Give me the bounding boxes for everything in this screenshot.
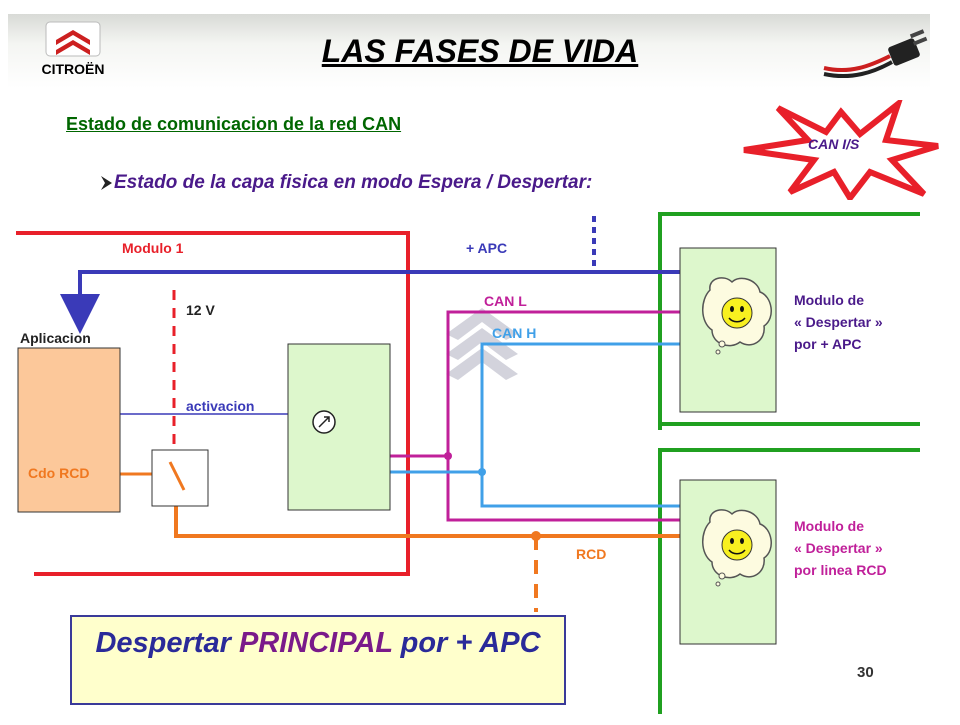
modulo1-boundary (16, 231, 410, 576)
rcd-label: RCD (576, 546, 607, 562)
page-number: 30 (857, 664, 874, 681)
can-h-line (480, 342, 680, 508)
can-h-label: CAN H (492, 325, 537, 341)
v12-label: 12 V (186, 302, 215, 318)
bullet-text: Estado de la capa fisica en modo Espera … (114, 172, 593, 193)
can-l-line (446, 310, 680, 522)
aplicacion-label: Aplicacion (20, 330, 91, 346)
banner-text: Despertar PRINCIPAL por + APC (72, 625, 564, 661)
banner-part-3: por + APC (392, 627, 541, 659)
apc-line (60, 270, 680, 334)
module-apc-line-3: por + APC (794, 336, 862, 352)
can-is-burst (738, 95, 944, 204)
module-apc-line-1: Modulo de (794, 292, 864, 308)
rcd-line (174, 490, 680, 538)
module-apc-boundary (658, 212, 920, 430)
header-bar (8, 14, 930, 88)
rcd-switch-box (151, 449, 209, 507)
can-l-label: CAN L (484, 293, 527, 309)
cable-plug-icon (820, 28, 940, 88)
citroen-logo: CITROËN (18, 20, 128, 80)
module-rcd-line-1: Modulo de (794, 518, 864, 534)
banner-principal: PRINCIPAL (238, 627, 393, 659)
sleeping-smiley-icon-bottom (702, 509, 772, 587)
activacion-label: activacion (186, 398, 255, 414)
cdo-rcd-label: Cdo RCD (28, 465, 90, 481)
apc-label: + APC (466, 240, 508, 256)
three-chevrons-icon (446, 308, 518, 380)
banner-part-1: Despertar (95, 627, 239, 659)
wakeup-banner: Despertar PRINCIPAL por + APC (70, 615, 566, 705)
page-title: LAS FASES DE VIDA (321, 33, 639, 69)
module-rcd-boundary (658, 448, 920, 714)
module-apc-line-2: « Despertar » (794, 314, 883, 330)
module-apc-label: Modulo de « Despertar » por + APC (794, 289, 883, 355)
module-rcd-label: Modulo de « Despertar » por linea RCD (794, 515, 887, 581)
sleeping-smiley-icon-top (702, 277, 772, 355)
bullet-arrow-icon (100, 174, 114, 197)
transceiver-box (287, 343, 391, 511)
svg-text:CITROËN: CITROËN (42, 61, 105, 77)
modulo1-label: Modulo 1 (122, 240, 184, 256)
module-rcd-line-2: « Despertar » (794, 540, 883, 556)
burst-label: CAN I/S (808, 136, 860, 152)
module-rcd-line-3: por linea RCD (794, 562, 887, 578)
aplicacion-box (17, 347, 121, 513)
section-subtitle: Estado de comunicacion de la red CAN (66, 114, 402, 134)
